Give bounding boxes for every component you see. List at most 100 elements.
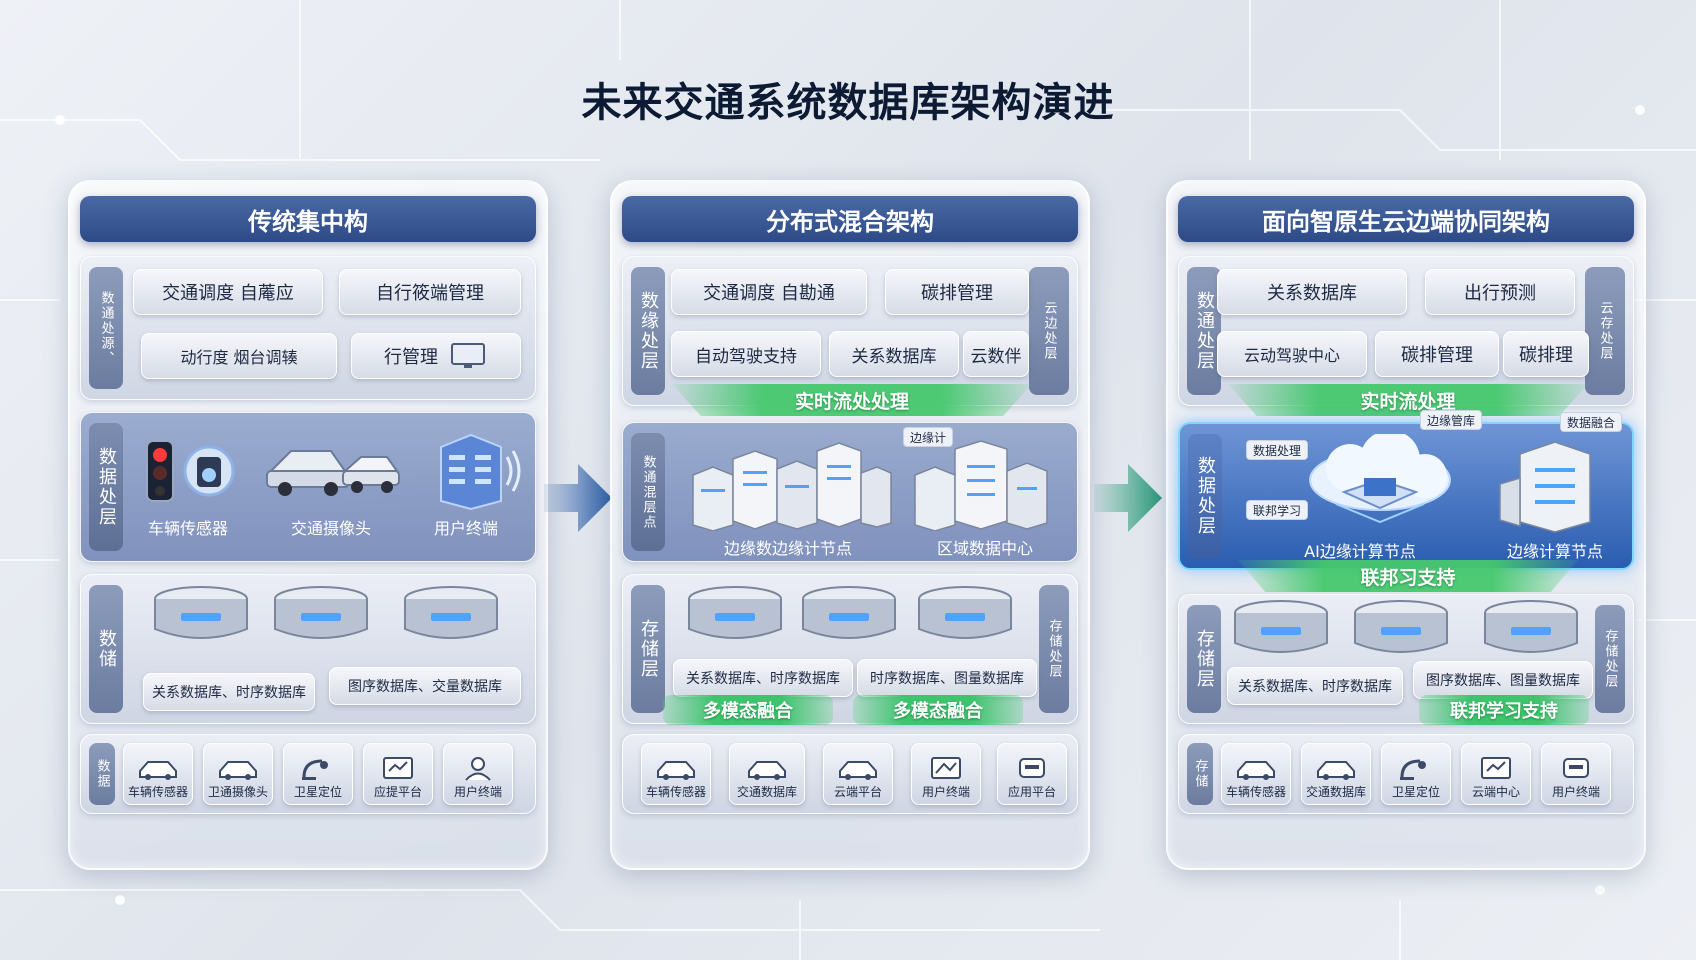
chip-cloud: 云数伴 — [963, 331, 1029, 377]
regional-data-center: 区域数据中心 — [905, 435, 1065, 559]
device-user-terminal: 用户终端 — [411, 427, 521, 539]
car-icon — [1317, 761, 1355, 780]
processing-layer: 数缘处层 云边处层 交通调度 自勘通 碳排管理 自动驾驶支持 关系数据库 云数伴 — [622, 256, 1078, 406]
chip-operation: 动行度 烟台调辏 — [141, 333, 337, 379]
source-label: 车辆传感器 — [645, 785, 706, 799]
source-label: 卫通摄像头 — [207, 785, 268, 799]
database-disk-icon — [154, 586, 248, 639]
evolution-arrow-2 — [1094, 464, 1162, 532]
source-traffic-db: 交通数据库 — [729, 743, 805, 805]
source-label: 用户终端 — [921, 785, 970, 799]
realtime-stream-band: 实时流处理 — [1228, 384, 1588, 416]
user-headset-icon — [465, 757, 491, 781]
server-building-icon — [440, 433, 521, 511]
chip-relational-db: 关系数据库 — [1217, 269, 1407, 315]
edge-layer: 数通混层点 边缘计 边缘数边缘计节点 — [622, 422, 1078, 562]
chip-relational-timeseries: 关系数据库、时序数据库 — [143, 673, 315, 711]
map-icon — [931, 757, 961, 779]
multimodal-fusion-tag: 多模态融合 — [853, 695, 1023, 725]
storage-layer: 存储层 存储处层 关系数据库、时序数据库 图序数据库、图量数据库 联邦学习支持 — [1178, 594, 1634, 725]
monitor-icon — [451, 343, 485, 368]
source-traffic-db: 交通数据库 — [1301, 743, 1371, 805]
source-label: 车辆传感器 — [1225, 785, 1286, 799]
chip-carbon: 碳排管理 — [1375, 331, 1499, 377]
chip-dispatch: 交通调度 自勘通 — [671, 269, 867, 315]
chip-graph-vector: 图序数据库、交量数据库 — [329, 667, 521, 705]
device-label: 用户终端 — [433, 519, 498, 538]
source-layer-label: 数据 — [89, 743, 115, 805]
chip-autodrive-center: 云动驾驶中心 — [1217, 331, 1367, 377]
edge-compute-tag: 边缘计 — [903, 427, 954, 447]
ai-edge-layer-label: 数据处层 — [1188, 434, 1222, 558]
chip-autodrive: 自动驾驶支持 — [671, 331, 821, 377]
source-layer: 存储 车辆传感器 交通数据库 卫星定位 云端中心 用户终端 — [1178, 734, 1634, 814]
edge-layer-label: 数通混层点 — [631, 433, 665, 551]
chip-dispatch: 交通调度 自蓭应 — [133, 269, 323, 315]
satellite-dish-icon — [1400, 759, 1426, 780]
source-vehicle-sensor: 车辆传感器 — [641, 743, 711, 805]
chip-relational-timeseries: 关系数据库、时序数据库 — [1227, 667, 1403, 705]
storage-layer-label: 存储层 — [1187, 605, 1221, 713]
panel-cloud-edge-collab: 面向智原生云边端协同架构 数通处层 云存处层 关系数据库 出行预测 云动驾驶中心… — [1166, 180, 1646, 870]
federated-learning-tag: 联邦学习支持 — [1419, 695, 1589, 725]
storage-layer-label: 存储层 — [631, 585, 665, 713]
database-disk-icon — [1234, 600, 1328, 653]
source-vehicle-sensor: 车辆传感器 — [1221, 743, 1291, 805]
processing-layer: 数通处源、 交通调度 自蓭应 自行筱端管理 动行度 烟台调辏 行管理 — [80, 256, 536, 400]
source-layer-label: 存储 — [1187, 743, 1213, 805]
dashboard-icon — [383, 757, 413, 779]
storage-right-label: 存储处层 — [1595, 605, 1625, 713]
cloud-edge-layer-label: 云边处层 — [1029, 267, 1069, 395]
mini-tag: 数据融合 — [1560, 412, 1623, 432]
database-disk-icon — [1354, 600, 1448, 653]
device-label: 边缘计算节点 — [1506, 542, 1603, 561]
device-label: 交通摄像头 — [290, 519, 371, 538]
database-disk-icon — [404, 586, 498, 639]
mini-tag: 数据处理 — [1246, 440, 1309, 460]
data-layer-label: 数据处层 — [89, 423, 123, 551]
processing-layer-label: 数通处源、 — [89, 267, 123, 389]
source-label: 车辆传感器 — [127, 785, 188, 799]
chip-terminal-mgmt: 自行筱端管理 — [339, 269, 521, 315]
device-label: AI边缘计算节点 — [1304, 542, 1416, 561]
source-label: 卫星定位 — [1391, 785, 1440, 799]
chip-relational-timeseries: 关系数据库、时序数据库 — [673, 659, 853, 697]
database-disk-icon — [802, 586, 896, 639]
source-label: 交通数据库 — [736, 785, 797, 799]
panel-header: 面向智原生云边端协同架构 — [1178, 196, 1634, 242]
database-disk-icon — [688, 586, 782, 639]
source-layer: 数据 车辆传感器 卫通摄像头 卫星定位 应提平台 用户终端 — [80, 734, 536, 814]
cloud-server-icon — [1309, 434, 1451, 524]
processing-layer: 数通处层 云存处层 关系数据库 出行预测 云动驾驶中心 碳排管理 碳排理 — [1178, 256, 1634, 406]
source-cloud-center: 云端中心 — [1461, 743, 1531, 805]
source-label: 应提平台 — [373, 785, 422, 799]
device-label: 车辆传感器 — [147, 519, 228, 538]
panel-distributed: 分布式混合架构 数缘处层 云边处层 交通调度 自勘通 碳排管理 自动驾驶支持 关… — [610, 180, 1090, 870]
source-satellite: 卫星定位 — [1381, 743, 1451, 805]
source-label: 交通数据库 — [1305, 785, 1366, 799]
multimodal-fusion-tag: 多模态融合 — [663, 695, 833, 725]
car-icon — [1237, 761, 1275, 780]
source-label: 用户终端 — [453, 785, 502, 799]
device-vehicle-sensor: 车辆传感器 — [133, 431, 243, 539]
source-camera: 卫通摄像头 — [203, 743, 273, 805]
satellite-dish-icon — [302, 759, 328, 780]
traffic-light-icon — [146, 440, 235, 502]
car-icon — [219, 761, 257, 780]
server-stack-icon — [1499, 441, 1591, 533]
federated-learning-band: 联邦习支持 — [1238, 560, 1578, 592]
robot-icon — [1019, 758, 1045, 778]
evolution-arrow-1 — [544, 464, 612, 532]
car-icon — [657, 761, 695, 780]
chip-carbon: 碳排管理 — [885, 269, 1029, 315]
source-vehicle-sensor: 车辆传感器 — [123, 743, 193, 805]
storage-layer-label: 数储 — [89, 585, 123, 713]
edge-node-cluster: 边缘数边缘计节点 — [683, 435, 893, 559]
cloud-storage-label: 云存处层 — [1585, 267, 1625, 395]
vehicle-icon — [266, 450, 400, 496]
source-satellite: 卫星定位 — [283, 743, 353, 805]
source-user-terminal: 用户终端 — [1541, 743, 1611, 805]
mini-tag: 联邦学习 — [1246, 500, 1309, 520]
source-label: 云端中心 — [1471, 785, 1520, 799]
car-icon — [839, 761, 877, 780]
